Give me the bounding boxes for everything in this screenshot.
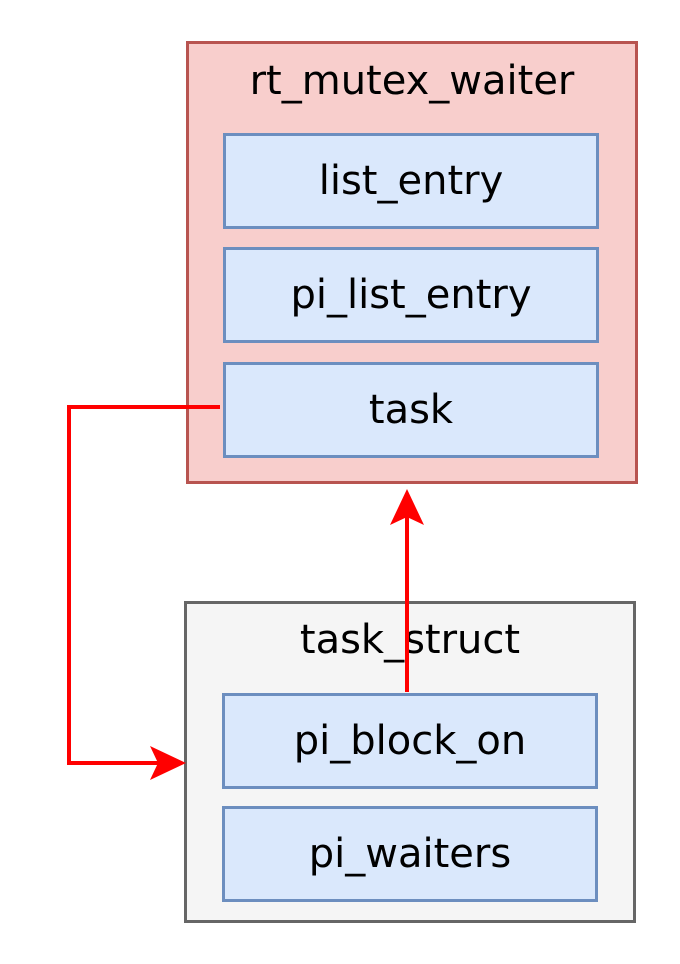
arrowhead-into-rt-mutex-waiter [390, 489, 424, 525]
arrowhead-into-task-struct [150, 746, 186, 780]
task-struct: task_struct pi_block_on pi_waiters [184, 601, 636, 923]
task-struct-title: task_struct [299, 617, 521, 663]
field-pi-block-on: pi_block_on [222, 693, 598, 789]
field-task: task [223, 362, 599, 458]
field-pi-waiters: pi_waiters [222, 806, 598, 902]
rt-mutex-waiter-title: rt_mutex_waiter [249, 58, 575, 104]
field-pi-list-entry: pi_list_entry [223, 247, 599, 343]
field-list-entry: list_entry [223, 133, 599, 229]
rt-mutex-waiter-struct: rt_mutex_waiter list_entry pi_list_entry… [186, 41, 638, 484]
